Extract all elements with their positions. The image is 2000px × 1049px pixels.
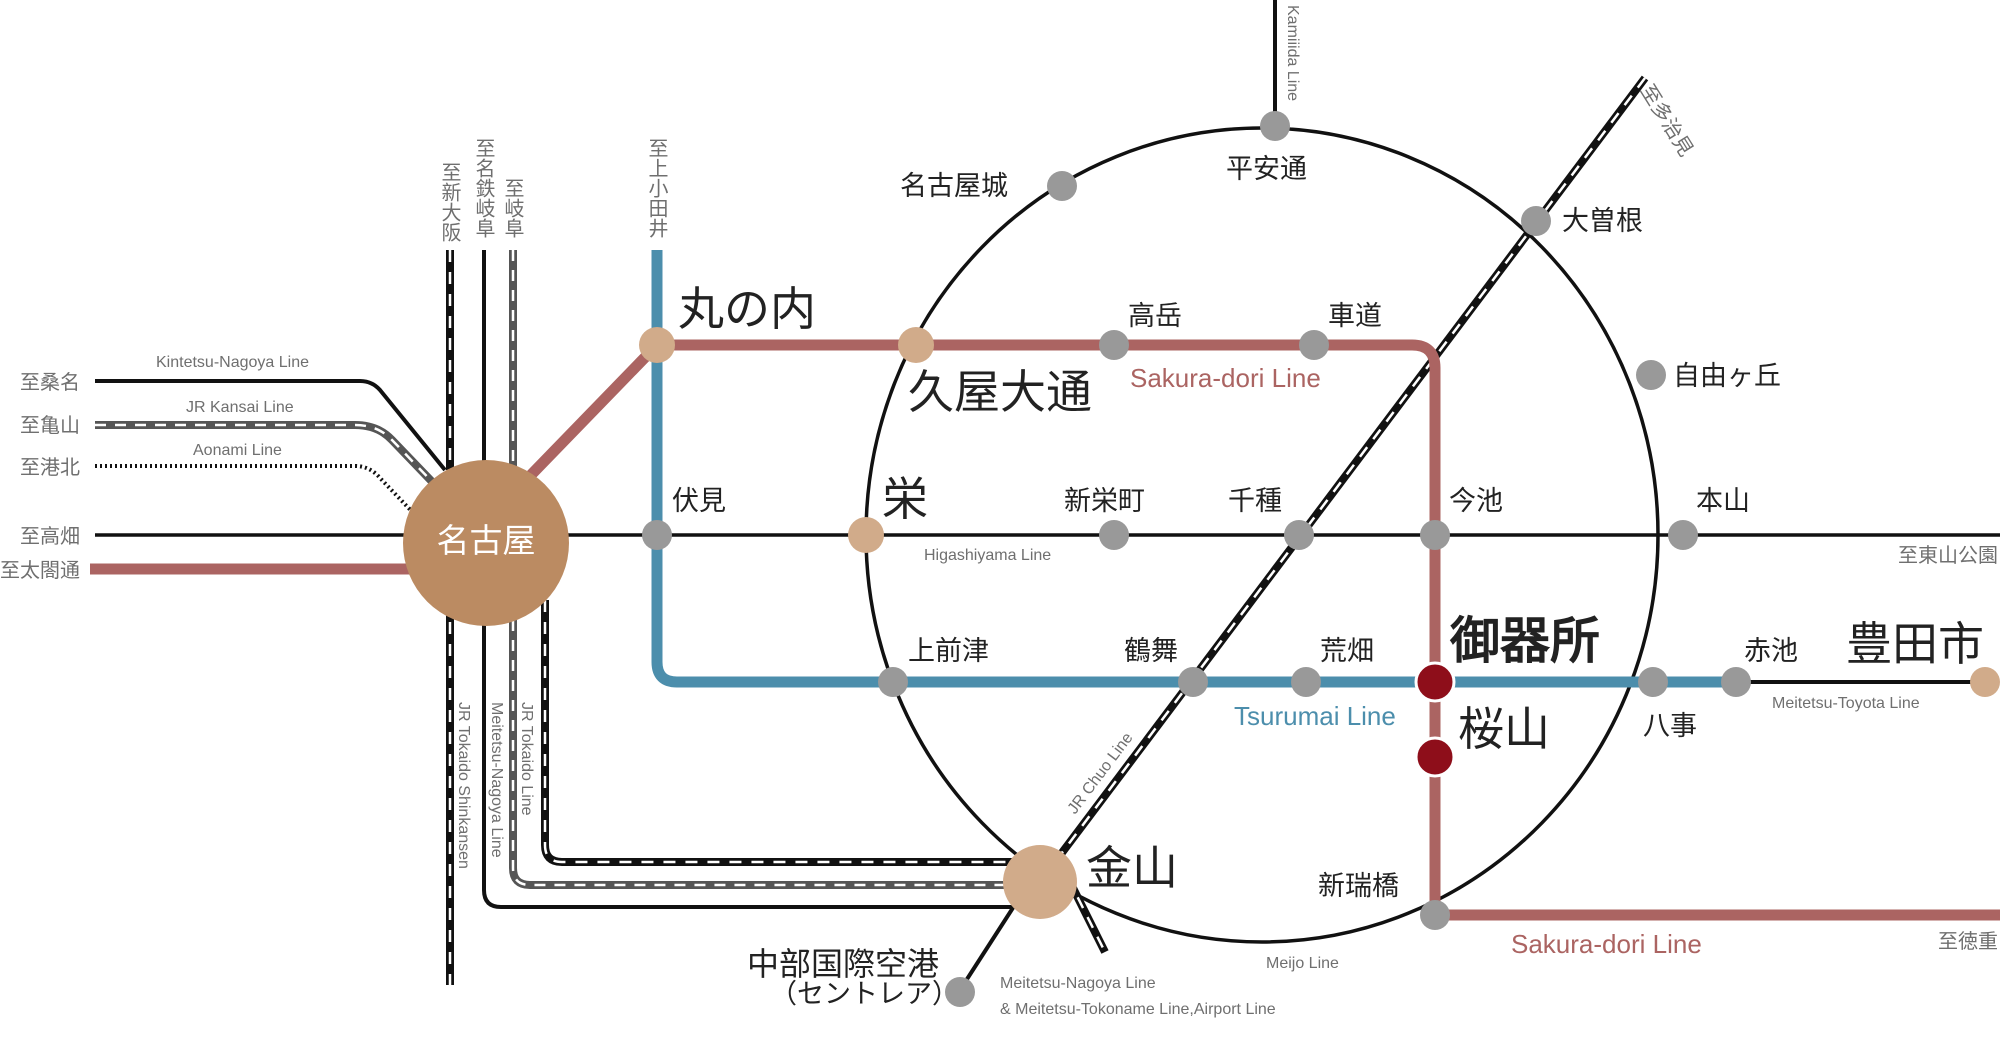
- jr-tokaido-shinkansen-label: JR Tokaido Shinkansen: [455, 702, 472, 869]
- meitetsu-airport-label-1: Meitetsu-Nagoya Line: [1000, 975, 1156, 992]
- fushimi-station[interactable]: [642, 520, 672, 550]
- dest-meitetsu-gifu: 至名鉄岐阜: [472, 138, 496, 238]
- takaoka-station[interactable]: [1099, 330, 1129, 360]
- motoyama-label: 本山: [1696, 486, 1750, 517]
- chikusa-station[interactable]: [1284, 520, 1314, 550]
- centrair-label: 中部国際空港: [747, 945, 939, 983]
- akaike-label: 赤池: [1744, 636, 1798, 667]
- hisaya-odori-label: 久屋大通: [908, 365, 1092, 419]
- meitetsu-airport-line: [958, 898, 1020, 992]
- dest-kamiotai: 至上小田井: [645, 138, 669, 238]
- meijo-line-label: Meijo Line: [1266, 955, 1339, 972]
- arahata-station[interactable]: [1291, 667, 1321, 697]
- takaoka-label: 高岳: [1128, 301, 1182, 332]
- akaike-station[interactable]: [1721, 667, 1751, 697]
- hisaya-odori-station[interactable]: [898, 327, 934, 363]
- nagoya-hub[interactable]: [403, 460, 569, 626]
- kamimaezu-station[interactable]: [878, 667, 908, 697]
- centrair-kana-label: （セントレア）: [770, 979, 959, 1010]
- sakae-station[interactable]: [848, 517, 884, 553]
- meitetsu-nagoya-vertical-label: Meitetsu-Nagoya Line: [488, 702, 505, 858]
- tsurumai-line: [651, 250, 1745, 688]
- centrair-station[interactable]: [945, 977, 975, 1007]
- dest-tokushige: 至徳重: [1938, 929, 1998, 953]
- sakae-label: 栄: [882, 472, 928, 526]
- sakura-dori-label-2: Sakura-dori Line: [1511, 929, 1702, 959]
- jr-chuo-south: [541, 600, 1035, 866]
- toyotashi-label: 豊田市: [1846, 617, 1984, 671]
- meitetsu-south: [482, 600, 1035, 909]
- jiyugaoka-label: 自由ヶ丘: [1673, 361, 1781, 392]
- dest-higashiyama-koen: 至東山公園: [1898, 543, 1998, 567]
- tsurumai-station[interactable]: [1178, 667, 1208, 697]
- dest-shin-osaka: 至新大阪: [438, 162, 462, 242]
- jr-kansai-line-label: JR Kansai Line: [186, 399, 294, 416]
- meitetsu-toyota-line-label: Meitetsu-Toyota Line: [1772, 695, 1920, 712]
- sakurayama-label: 桜山: [1458, 702, 1550, 756]
- dest-taikotori: 至太閤通: [0, 558, 80, 582]
- imaike-station[interactable]: [1420, 520, 1450, 550]
- heiando-label: 平安通: [1226, 154, 1307, 185]
- heiando-station[interactable]: [1260, 111, 1290, 141]
- dest-gifu: 至岐阜: [501, 178, 525, 238]
- dest-kameyama: 至亀山: [20, 413, 80, 437]
- aonami-line: [95, 464, 422, 522]
- motoyama-station[interactable]: [1668, 520, 1698, 550]
- chikusa-label: 千種: [1228, 486, 1282, 517]
- sakurayama-station[interactable]: [1414, 736, 1456, 778]
- dest-tajimi: 至多治見: [1636, 80, 1699, 161]
- marunouchi-station[interactable]: [639, 327, 675, 363]
- jr-tokaido-line-label: JR Tokaido Line: [518, 702, 535, 816]
- kintetsu-line: [95, 379, 447, 472]
- yagoto-station[interactable]: [1638, 667, 1668, 697]
- meitetsu-airport-label-2: & Meitetsu-Tokoname Line,Airport Line: [1000, 1001, 1276, 1018]
- arahata-label: 荒畑: [1320, 636, 1374, 667]
- kanayama-label: 金山: [1086, 841, 1178, 895]
- gokiso-station[interactable]: [1414, 661, 1456, 703]
- meijojo-station[interactable]: [1047, 171, 1077, 201]
- kurumamichi-station[interactable]: [1299, 330, 1329, 360]
- dest-takabata: 至高畑: [20, 524, 80, 548]
- ozone-station[interactable]: [1521, 206, 1551, 236]
- meijojo-label: 名古屋城: [900, 171, 1008, 202]
- ozone-label: 大曽根: [1562, 206, 1643, 237]
- fushimi-label: 伏見: [672, 486, 726, 517]
- kurumamichi-label: 車道: [1328, 301, 1382, 332]
- aonami-line-label: Aonami Line: [193, 442, 282, 459]
- jr-tokaido-south: [509, 600, 1035, 889]
- shin-sakaemachi-label: 新栄町: [1064, 486, 1145, 517]
- kanayama-hub[interactable]: [1003, 845, 1077, 919]
- marunouchi-label: 丸の内: [678, 282, 816, 336]
- sakura-dori-label-1: Sakura-dori Line: [1130, 363, 1321, 393]
- dest-kuwana: 至桑名: [20, 370, 80, 394]
- kintetsu-line-label: Kintetsu-Nagoya Line: [156, 354, 309, 371]
- kamiiida-line-label: Kamiiida Line: [1284, 5, 1301, 101]
- jiyugaoka-station[interactable]: [1636, 360, 1666, 390]
- tsurumai-label: 鶴舞: [1124, 636, 1178, 667]
- yagoto-label: 八事: [1643, 711, 1697, 742]
- sakura-dori-line: [524, 339, 2000, 921]
- toyotashi-station[interactable]: [1970, 667, 2000, 697]
- kamimaezu-label: 上前津: [908, 636, 989, 667]
- dest-kohoku: 至港北: [20, 455, 80, 479]
- tsurumai-line-label: Tsurumai Line: [1234, 701, 1396, 731]
- imaike-label: 今池: [1449, 486, 1503, 517]
- nagoya-label: 名古屋: [437, 521, 536, 560]
- mizuho-kuyakusho-label: 新瑞橋: [1318, 871, 1399, 902]
- higashiyama-line-label: Higashiyama Line: [924, 547, 1051, 564]
- gokiso-label: 御器所: [1449, 612, 1600, 670]
- mizuho-kuyakusho-station[interactable]: [1420, 900, 1450, 930]
- jr-kansai-line: [95, 421, 443, 493]
- jr-chuo-line: [1054, 75, 1649, 954]
- shin-sakaemachi-station[interactable]: [1099, 520, 1129, 550]
